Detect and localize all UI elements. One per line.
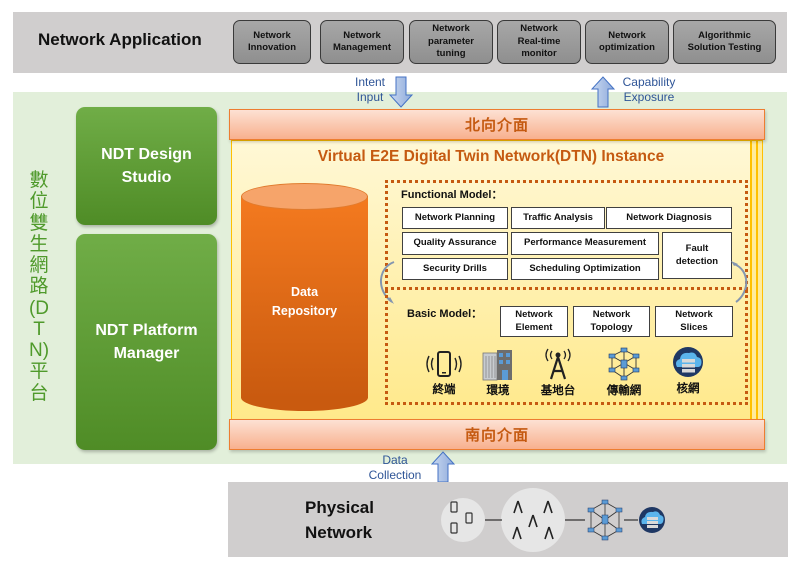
data-collection-label: Data Collection bbox=[368, 453, 422, 482]
right-curved-arrow-icon bbox=[731, 261, 748, 303]
fm-security-drills[interactable]: Security Drills bbox=[402, 258, 508, 280]
terminal-cluster bbox=[441, 498, 485, 542]
fm-scheduling-optimization[interactable]: Scheduling Optimization bbox=[511, 258, 659, 280]
basic-icon-core-network-label: 核網 bbox=[676, 383, 700, 395]
transport-network-icon bbox=[587, 499, 623, 541]
physical-network-topology bbox=[441, 488, 665, 552]
functional-model-frame bbox=[385, 180, 748, 290]
up-arrow-icon bbox=[591, 76, 615, 108]
data-repository-label: Data Repository bbox=[271, 285, 338, 319]
basic-icon-environment-label: 環境 bbox=[486, 385, 510, 397]
app-network-realtime-monitor[interactable]: Network Real-time monitor bbox=[497, 20, 581, 64]
cloud-server-icon bbox=[639, 507, 665, 533]
app-network-parameter-tuning[interactable]: Network parameter tuning bbox=[409, 20, 493, 64]
data-repository[interactable]: Data Repository bbox=[241, 183, 368, 411]
fm-fault-detection[interactable]: Fault detection bbox=[662, 232, 732, 279]
bm-network-topology[interactable]: Network Topology bbox=[573, 306, 650, 337]
left-curved-arrow-icon bbox=[380, 261, 395, 304]
intent-input-label: Intent Input bbox=[354, 75, 386, 104]
app-network-optimization[interactable]: Network optimization bbox=[585, 20, 669, 64]
mobile-phone-icon bbox=[450, 501, 473, 534]
basic-icon-core-network: 核網 bbox=[660, 345, 716, 396]
basic-icon-base-station-label: 基地台 bbox=[540, 385, 576, 397]
ndt-design-studio[interactable]: NDT Design Studio bbox=[76, 107, 217, 225]
app-network-innovation[interactable]: Network Innovation bbox=[233, 20, 311, 64]
cloud-server-icon bbox=[673, 347, 703, 377]
basic-icon-terminal-label: 終端 bbox=[432, 384, 456, 396]
mobile-phone-icon bbox=[426, 351, 462, 377]
fm-network-diagnosis[interactable]: Network Diagnosis bbox=[606, 207, 732, 229]
basic-model-frame bbox=[385, 290, 748, 405]
fm-performance-measurement[interactable]: Performance Measurement bbox=[511, 232, 659, 255]
transport-network-icon bbox=[608, 347, 640, 381]
bm-network-slices[interactable]: Network Slices bbox=[655, 306, 733, 337]
cell-tower-icon bbox=[545, 348, 571, 380]
cylinder-body bbox=[241, 196, 368, 398]
up-arrow-icon bbox=[431, 451, 455, 483]
app-network-management[interactable]: Network Management bbox=[320, 20, 404, 64]
fm-network-planning[interactable]: Network Planning bbox=[402, 207, 508, 229]
dtn-instance-title: Virtual E2E Digital Twin Network(DTN) In… bbox=[317, 148, 665, 165]
northbound-interface[interactable]: 北向介面 bbox=[229, 109, 765, 140]
functional-model-label: Functional Model： bbox=[401, 189, 503, 201]
basic-icon-transport-label: 傳輸網 bbox=[606, 385, 642, 397]
fm-traffic-analysis[interactable]: Traffic Analysis bbox=[511, 207, 605, 229]
basic-model-label: Basic Model： bbox=[407, 308, 483, 320]
base-station-cluster bbox=[501, 488, 565, 552]
building-icon bbox=[482, 350, 512, 381]
cell-tower-icon bbox=[512, 500, 554, 540]
capability-exposure-label: Capability Exposure bbox=[622, 75, 676, 104]
bm-network-element[interactable]: Network Element bbox=[500, 306, 568, 337]
ndt-platform-manager[interactable]: NDT Platform Manager bbox=[76, 234, 217, 450]
fm-quality-assurance[interactable]: Quality Assurance bbox=[402, 232, 508, 255]
down-arrow-icon bbox=[389, 76, 413, 108]
dtn-platform-vertical-label: 數位雙生網路(DTN)平台 bbox=[24, 170, 54, 404]
basic-icon-base-station: 基地台 bbox=[530, 347, 586, 398]
app-algorithmic-solution-testing[interactable]: Algorithmic Solution Testing bbox=[673, 20, 776, 64]
basic-icon-terminal: 終端 bbox=[416, 350, 472, 397]
cylinder-top bbox=[241, 183, 368, 210]
network-application-title: Network Application bbox=[38, 30, 202, 49]
basic-icon-environment: 環境 bbox=[470, 347, 526, 398]
basic-icon-transport: 傳輸網 bbox=[596, 347, 652, 398]
physical-network-title: Physical Network bbox=[305, 498, 374, 542]
dtn-platform-vertical-text: 數位雙生網路(DTN)平台 bbox=[28, 170, 50, 404]
southbound-interface[interactable]: 南向介面 bbox=[229, 419, 765, 450]
